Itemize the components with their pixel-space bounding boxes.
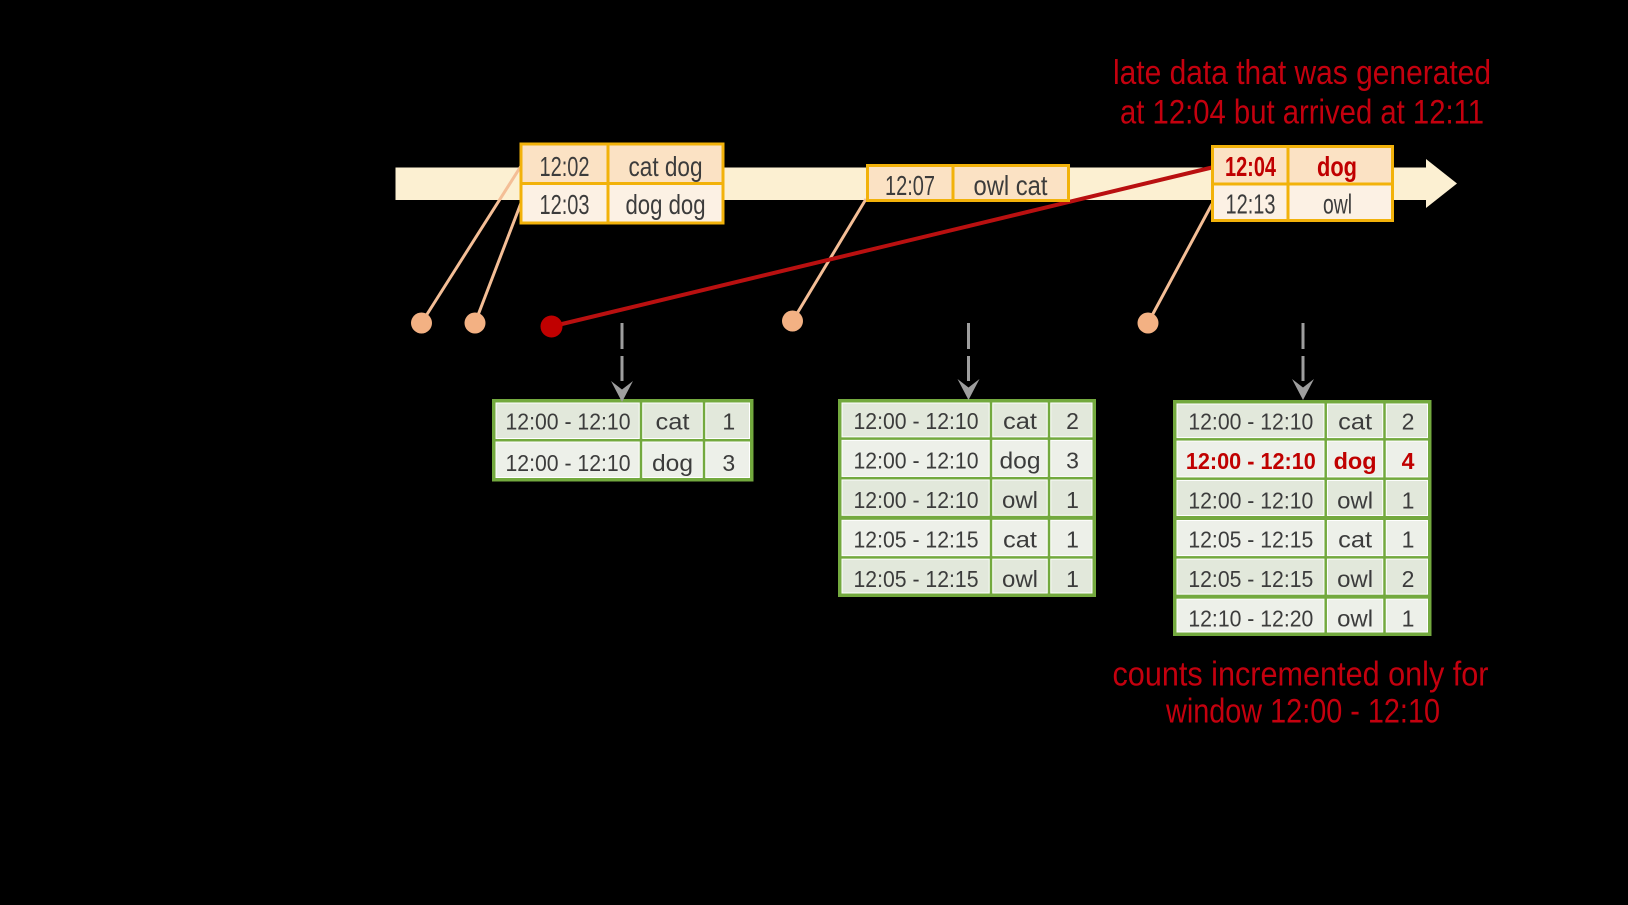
svg-text:owl: owl [1337,487,1373,513]
svg-text:dog: dog [652,450,693,476]
svg-text:12:02: 12:02 [540,151,590,182]
svg-text:cat: cat [1338,527,1373,553]
svg-text:2: 2 [1402,566,1415,592]
svg-text:cat: cat [1003,408,1038,434]
svg-text:12:00 - 12:10: 12:00 - 12:10 [1186,448,1316,474]
svg-text:owl cat: owl cat [974,170,1048,201]
svg-text:12:00 - 12:10: 12:00 - 12:10 [1188,487,1313,513]
svg-text:at 12:04 but arrived at 12:11: at 12:04 but arrived at 12:11 [1120,94,1484,132]
svg-text:12:10 - 12:20: 12:10 - 12:20 [1188,605,1313,631]
svg-text:12:05 - 12:15: 12:05 - 12:15 [1188,566,1313,592]
svg-text:owl: owl [1002,566,1038,592]
svg-text:cat: cat [1003,527,1038,553]
svg-text:12:04: 12:04 [1225,151,1276,182]
svg-text:owl: owl [1323,189,1352,220]
svg-text:4: 4 [1402,448,1415,474]
svg-text:1: 1 [1402,527,1415,553]
svg-text:3: 3 [722,450,735,476]
svg-text:12:00 - 12:10: 12:00 - 12:10 [1188,409,1313,435]
svg-text:1: 1 [1066,566,1079,592]
svg-text:cat: cat [656,409,691,435]
svg-text:12:00 - 12:10: 12:00 - 12:10 [854,408,979,434]
svg-text:dog dog: dog dog [626,189,706,220]
svg-text:window 12:00 - 12:10: window 12:00 - 12:10 [1165,693,1440,731]
svg-text:3: 3 [1066,447,1079,473]
svg-text:1: 1 [1066,527,1079,553]
svg-text:12:07: 12:07 [885,170,935,201]
svg-text:12:05 - 12:15: 12:05 - 12:15 [854,566,979,592]
svg-text:12:00 - 12:10: 12:00 - 12:10 [854,487,979,513]
svg-text:cat: cat [1338,409,1373,435]
svg-text:2: 2 [1402,409,1415,435]
svg-text:1: 1 [1066,487,1079,513]
svg-text:counts incremented only for: counts incremented only for [1113,656,1489,694]
svg-text:owl: owl [1337,566,1373,592]
svg-text:1: 1 [1402,487,1415,513]
svg-text:12:00 - 12:10: 12:00 - 12:10 [506,450,631,476]
svg-text:late data that was generated: late data that was generated [1113,54,1491,92]
svg-text:2: 2 [1066,408,1079,434]
svg-text:owl: owl [1337,605,1373,631]
svg-text:dog: dog [1317,151,1357,182]
svg-text:12:13: 12:13 [1226,189,1276,220]
svg-text:cat dog: cat dog [629,151,703,182]
svg-text:1: 1 [722,409,735,435]
svg-text:dog: dog [1334,448,1377,474]
svg-text:owl: owl [1002,487,1038,513]
svg-text:12:00 - 12:10: 12:00 - 12:10 [854,447,979,473]
svg-text:12:03: 12:03 [540,189,590,220]
svg-text:1: 1 [1402,605,1415,631]
svg-text:dog: dog [1000,447,1041,473]
svg-text:12:00 - 12:10: 12:00 - 12:10 [506,409,631,435]
svg-text:12:05 - 12:15: 12:05 - 12:15 [1188,527,1313,553]
svg-text:12:05 - 12:15: 12:05 - 12:15 [854,527,979,553]
